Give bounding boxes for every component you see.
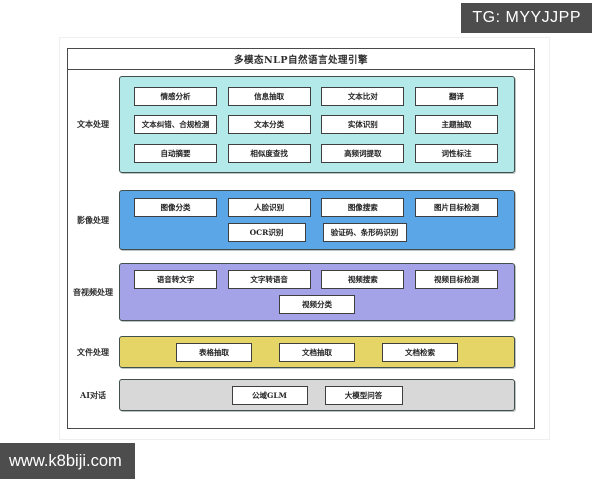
node-row: 情感分析 信息抽取 文本比对 翻译	[120, 86, 514, 106]
diagram-node: 图像搜索	[321, 197, 405, 217]
diagram-node: 视频搜索	[321, 270, 405, 289]
diagram-node: 主题抽取	[414, 115, 498, 134]
diagram-node: 相似度查找	[227, 143, 311, 163]
category-label-image-processing: 影像处理	[77, 214, 109, 225]
category-label-text-processing: 文本处理	[77, 119, 109, 129]
node-row: 公域GLM 大模型问答	[120, 385, 514, 405]
diagram-node: 文本纠错、合规检测	[134, 115, 217, 134]
node-row: 视频分类	[120, 295, 514, 314]
node-row: 语音转文字 文字转语音 视频搜索 视频目标检测	[120, 270, 514, 289]
diagram-node: 视频目标检测	[414, 270, 498, 289]
diagram-node: 验证码、条形码识别	[322, 223, 407, 243]
diagram-node: 实体识别	[321, 115, 405, 134]
section-file-processing: 表格抽取 文档抽取 文档检索	[119, 336, 515, 368]
diagram-node: 表格抽取	[176, 342, 252, 362]
diagram-node: 大模型问答	[324, 385, 403, 405]
diagram-node: 翻译	[414, 86, 498, 106]
node-row: 文本纠错、合规检测 文本分类 实体识别 主题抽取	[120, 115, 514, 134]
diagram-node: 公域GLM	[231, 385, 308, 405]
diagram-node: OCR识别	[227, 223, 306, 243]
diagram-node: 文本比对	[321, 86, 405, 106]
watermark-bottom-left: www.k8biji.com	[0, 443, 135, 479]
node-row: 自动摘要 相似度查找 高频词提取 词性标注	[120, 143, 514, 163]
diagram-node: 高频词提取	[321, 143, 405, 163]
node-row: 表格抽取 文档抽取 文档检索	[120, 342, 514, 362]
diagram-node: 视频分类	[279, 295, 355, 314]
diagram-title: 多模态NLP自然语言处理引擎	[68, 49, 534, 70]
diagram-node: 词性标注	[414, 143, 498, 163]
section-text-processing: 情感分析 信息抽取 文本比对 翻译 文本纠错、合规检测 文本分类 实体识别 主题…	[119, 76, 515, 173]
diagram-node: 图片目标检测	[414, 197, 498, 217]
diagram-node: 文本分类	[227, 115, 311, 134]
node-row: 图像分类 人脸识别 图像搜索 图片目标检测	[120, 197, 514, 217]
diagram-node: 情感分析	[134, 86, 217, 106]
node-row: OCR识别 验证码、条形码识别	[120, 223, 514, 243]
category-label-audio-video-processing: 音视频处理	[73, 286, 113, 297]
diagram-node: 图像分类	[134, 197, 217, 217]
diagram-node: 语音转文字	[134, 270, 217, 289]
section-audio-video-processing: 语音转文字 文字转语音 视频搜索 视频目标检测 视频分类	[119, 263, 515, 321]
section-ai-dialogue: 公域GLM 大模型问答	[119, 379, 515, 411]
diagram-node: 信息抽取	[227, 86, 311, 106]
page-edge-border	[59, 37, 550, 440]
diagram-frame: 多模态NLP自然语言处理引擎 文本处理 影像处理 音视频处理 文件处理 AI对话…	[67, 48, 535, 429]
diagram-node: 文字转语音	[227, 270, 311, 289]
category-label-ai-dialogue: AI对话	[80, 389, 106, 400]
category-label-file-processing: 文件处理	[77, 346, 109, 357]
diagram-node: 文档抽取	[279, 342, 355, 362]
diagram-node: 人脸识别	[227, 197, 311, 217]
watermark-top-right: TG: MYYJJPP	[461, 3, 592, 33]
section-image-processing: 图像分类 人脸识别 图像搜索 图片目标检测 OCR识别 验证码、条形码识别	[119, 190, 515, 250]
diagram-node: 自动摘要	[134, 143, 217, 163]
diagram-node: 文档检索	[382, 342, 458, 362]
